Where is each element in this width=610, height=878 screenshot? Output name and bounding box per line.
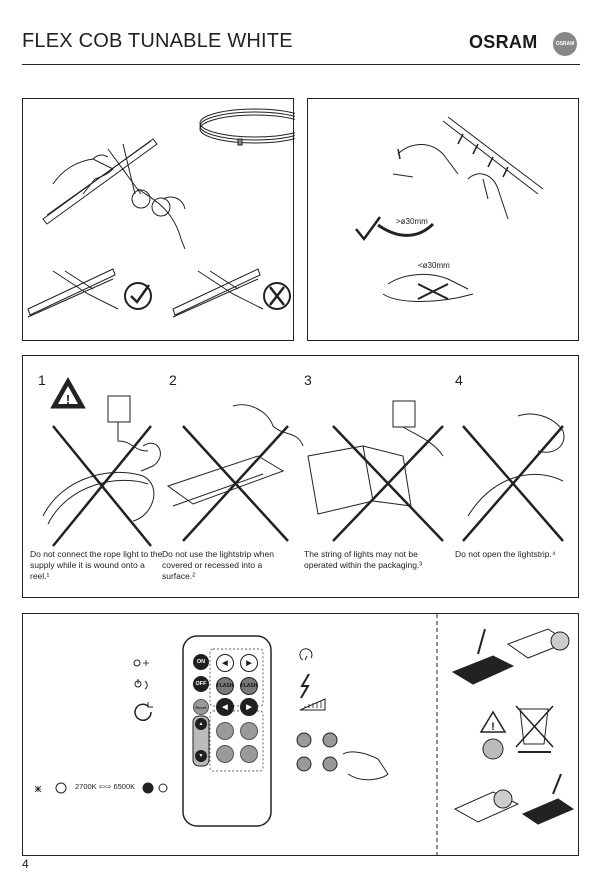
remote-next-button[interactable]: ▶: [240, 654, 258, 672]
header-divider: [22, 64, 580, 65]
remote-control-panel: ! ON OFF Reset ◀ ▶ FLASH FLASH ◀ ▶ ▲ ▼ 2…: [22, 613, 579, 857]
bending-instructions-panel: >ø30mm <ø30mm: [307, 98, 579, 341]
remote-flash-left-button[interactable]: FLASH: [216, 677, 234, 695]
cutting-illustration: [27, 108, 295, 318]
dim-down-icon: ◀: [222, 704, 228, 711]
page-number: 4: [22, 857, 29, 871]
cutting-instructions-panel: [22, 98, 295, 341]
warning-3-number: 3: [304, 372, 312, 388]
cct-range-label: 2700K ⇦⇨ 6500K: [75, 782, 135, 791]
arrow-left-icon: ◀: [222, 660, 228, 667]
bending-illustration: [355, 116, 544, 302]
warnings-illustration: !: [42, 376, 565, 547]
min-radius-bad-label: <ø30mm: [418, 261, 450, 270]
remote-reset-button[interactable]: Reset: [193, 699, 209, 715]
warning-3-text: The string of lights may not be operated…: [304, 549, 423, 570]
remote-cct-warm-button[interactable]: ▲: [195, 718, 207, 730]
svg-text:!: !: [66, 392, 70, 407]
cct-warm-value: 2700K: [75, 782, 97, 791]
arrow-right-icon: ▶: [246, 660, 252, 667]
remote-previous-button[interactable]: ◀: [216, 654, 234, 672]
safety-warnings-panel: ! 1 2: [22, 355, 579, 598]
warning-1-number: 1: [38, 372, 46, 388]
remote-flash-right-button[interactable]: FLASH: [240, 677, 258, 695]
min-radius-ok-label: >ø30mm: [396, 217, 428, 226]
brand-logo-text: OSRAM: [469, 32, 538, 52]
remote-scene-button-1[interactable]: [216, 722, 234, 740]
remote-illustration: !: [34, 614, 575, 857]
cct-arrows-icon: ⇦⇨: [98, 782, 112, 791]
remote-off-button[interactable]: OFF: [193, 676, 209, 692]
remote-scene-button-3[interactable]: [216, 745, 234, 763]
remote-dim-down-button[interactable]: ◀: [216, 698, 234, 716]
warning-4-number: 4: [455, 372, 463, 388]
cold-bulb-icon: ▼: [198, 753, 204, 759]
remote-on-button[interactable]: ON: [193, 654, 209, 670]
brand-logo-badge: OSRAM: [553, 32, 577, 56]
dim-up-icon: ▶: [246, 704, 252, 711]
warning-4-text: Do not open the lightstrip.⁴: [455, 549, 556, 559]
remote-dim-up-button[interactable]: ▶: [240, 698, 258, 716]
warning-2-text: Do not use the lightstrip when covered o…: [162, 549, 274, 581]
warning-1-text: Do not connect the rope light to the sup…: [30, 549, 163, 581]
remote-scene-button-4[interactable]: [240, 745, 258, 763]
remote-scene-button-2[interactable]: [240, 722, 258, 740]
remote-cct-cold-button[interactable]: ▼: [195, 750, 207, 762]
cct-cold-value: 6500K: [113, 782, 136, 791]
svg-text:!: !: [491, 721, 495, 733]
warning-2-number: 2: [169, 372, 177, 388]
warm-bulb-icon: ▲: [198, 721, 204, 727]
page-title: FLEX COB TUNABLE WHITE: [22, 30, 293, 52]
